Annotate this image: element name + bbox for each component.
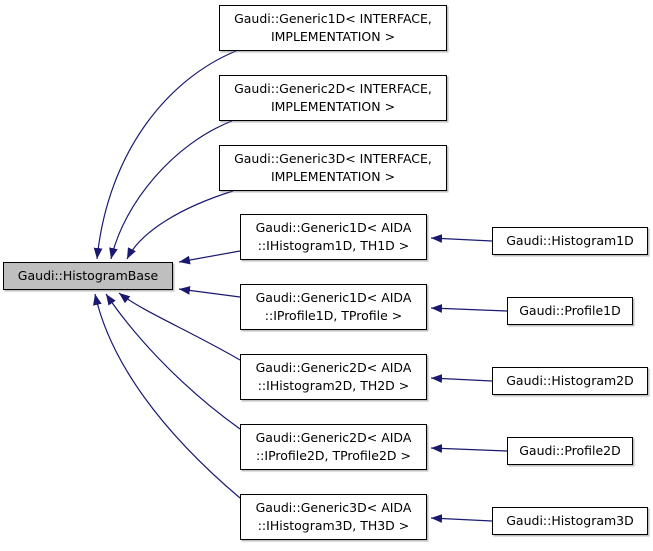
node-profile2d[interactable]: Gaudi::Profile2D [507,437,633,465]
node-generic1d-iprofile1d[interactable]: Gaudi::Generic1D< AIDA ::IProfile1D, TPr… [240,284,427,330]
edge-profile1d-to-generic1d [430,304,508,313]
node-generic2d-ihistogram2d[interactable]: Gaudi::Generic2D< AIDA ::IHistogram2D, T… [240,354,427,400]
edge-generic2d-h2d-to-base [118,292,241,361]
node-histogram2d[interactable]: Gaudi::Histogram2D [492,367,648,395]
node-histogram1d[interactable]: Gaudi::Histogram1D [492,227,648,255]
edge-histogram3d-to-generic3d [430,514,493,523]
edge-generic1d-p1d-to-base [178,286,241,298]
edge-generic2d-p2d-to-base [105,293,241,430]
edge-generic1d-h1d-to-base [178,250,241,265]
edge-generic2d-template-to-base [109,120,233,260]
edge-histogram1d-to-generic1d [430,234,493,243]
node-generic2d-iprofile2d[interactable]: Gaudi::Generic2D< AIDA ::IProfile2D, TPr… [240,424,427,470]
node-histogram-base: Gaudi::HistogramBase [3,262,173,290]
node-histogram3d[interactable]: Gaudi::Histogram3D [492,507,648,535]
node-profile1d[interactable]: Gaudi::Profile1D [507,297,633,325]
node-generic3d-template[interactable]: Gaudi::Generic3D< INTERFACE, IMPLEMENTAT… [219,145,447,191]
node-generic1d-template[interactable]: Gaudi::Generic1D< INTERFACE, IMPLEMENTAT… [219,5,447,51]
node-generic3d-ihistogram3d[interactable]: Gaudi::Generic3D< AIDA ::IHistogram3D, T… [240,494,427,540]
edge-generic3d-template-to-base [126,190,234,260]
edge-generic1d-template-to-base [93,50,237,260]
node-generic2d-template[interactable]: Gaudi::Generic2D< INTERFACE, IMPLEMENTAT… [219,75,447,121]
edge-histogram2d-to-generic2d [430,374,493,383]
node-generic1d-ihistogram1d[interactable]: Gaudi::Generic1D< AIDA ::IHistogram1D, T… [240,214,427,260]
edge-profile2d-to-generic2d [430,444,508,453]
edge-generic3d-h3d-to-base [93,293,241,499]
